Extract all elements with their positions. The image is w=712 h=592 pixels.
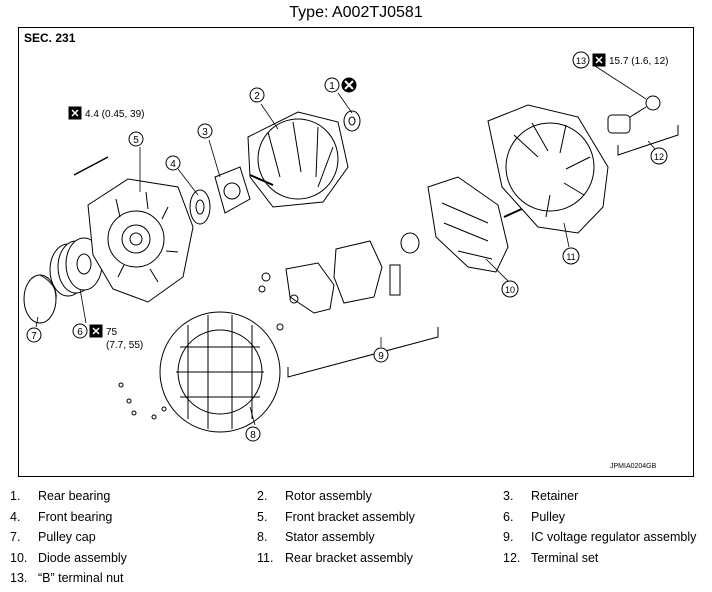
leader-lines bbox=[35, 65, 656, 426]
svg-text:10: 10 bbox=[505, 285, 515, 295]
legend-item: 4.Front bearing bbox=[10, 510, 113, 524]
rotor-part bbox=[247, 111, 349, 208]
legend-item: 11.Rear bracket assembly bbox=[257, 551, 413, 565]
svg-text:13: 13 bbox=[576, 56, 586, 66]
legend-item: 5.Front bracket assembly bbox=[257, 510, 415, 524]
legend-item: 8.Stator assembly bbox=[257, 530, 375, 544]
legend-item: 13.“B” terminal nut bbox=[10, 571, 124, 585]
front-bearing-part bbox=[189, 189, 211, 225]
rear-bearing-part bbox=[343, 110, 361, 132]
svg-text:8: 8 bbox=[250, 430, 256, 441]
svg-text:7: 7 bbox=[31, 331, 37, 342]
svg-text:3: 3 bbox=[202, 127, 208, 138]
svg-text:9: 9 bbox=[378, 351, 384, 362]
alternator-exploded-view: 1 2 3 4 5 6 7 8 9 10 11 12 13 4.4 (0.45,… bbox=[23, 51, 679, 442]
callout-13: 13 bbox=[572, 51, 590, 69]
callout-8: 8 bbox=[245, 426, 261, 442]
regulator-bracket-line bbox=[287, 327, 439, 378]
callout-2: 2 bbox=[249, 87, 265, 103]
legend-item: 10.Diode assembly bbox=[10, 551, 127, 565]
front-bracket-bolt bbox=[73, 156, 109, 176]
terminal-set-part bbox=[607, 95, 661, 134]
svg-text:4: 4 bbox=[170, 159, 176, 170]
diagram-frame bbox=[18, 27, 694, 477]
svg-text:1: 1 bbox=[329, 81, 335, 92]
svg-text:5: 5 bbox=[133, 135, 139, 146]
callout-11: 11 bbox=[562, 247, 580, 265]
retainer-part bbox=[214, 166, 251, 214]
legend-item: 9.IC voltage regulator assembly bbox=[503, 530, 697, 544]
legend-item: 1.Rear bearing bbox=[10, 489, 111, 503]
figure-id: JPMIA0204GB bbox=[610, 463, 657, 470]
svg-text:11: 11 bbox=[566, 252, 575, 262]
callout-3: 3 bbox=[197, 123, 213, 139]
callout-10: 10 bbox=[501, 280, 519, 298]
torque-pulley-value: 75 bbox=[106, 327, 118, 338]
front-bracket-part bbox=[87, 178, 194, 303]
torque-wrench-icon bbox=[68, 106, 82, 120]
callout-1: 1 bbox=[324, 77, 340, 93]
callout-4: 4 bbox=[165, 155, 181, 171]
legend-item: 3.Retainer bbox=[503, 489, 579, 503]
svg-text:2: 2 bbox=[254, 91, 260, 102]
callout-12: 12 bbox=[650, 147, 668, 165]
stator-part bbox=[159, 311, 281, 433]
section-label: SEC. 231 bbox=[24, 31, 76, 45]
torque-wrench-icon bbox=[592, 53, 606, 67]
pulley-cap-part bbox=[23, 274, 57, 324]
callout-5: 5 bbox=[128, 131, 144, 147]
terminal-set-bracket-line bbox=[617, 125, 679, 156]
torque-front-bracket: 4.4 (0.45, 39) bbox=[85, 109, 144, 120]
torque-pulley-units: (7.7, 55) bbox=[106, 340, 143, 351]
torque-wrench-icon bbox=[89, 324, 103, 338]
rear-bracket-part bbox=[487, 104, 609, 234]
ic-regulator-part bbox=[258, 240, 401, 331]
callout-7: 7 bbox=[26, 327, 42, 343]
replace-part-icon bbox=[341, 77, 357, 93]
diagram-type-title: Type: A002TJ0581 bbox=[289, 4, 423, 21]
legend-item: 6.Pulley bbox=[503, 510, 566, 524]
legend-item: 7.Pulley cap bbox=[10, 530, 96, 544]
callout-9: 9 bbox=[373, 347, 389, 363]
legend-item: 12.Terminal set bbox=[503, 551, 599, 565]
svg-text:6: 6 bbox=[77, 327, 83, 338]
svg-text:12: 12 bbox=[654, 152, 664, 162]
callout-6: 6 bbox=[72, 323, 88, 339]
torque-b-terminal-nut: 15.7 (1.6, 12) bbox=[609, 56, 668, 67]
legend-item: 2.Rotor assembly bbox=[257, 489, 372, 503]
parts-legend: 1.Rear bearing 2.Rotor assembly 3.Retain… bbox=[0, 484, 712, 592]
stator-screws bbox=[118, 382, 167, 420]
